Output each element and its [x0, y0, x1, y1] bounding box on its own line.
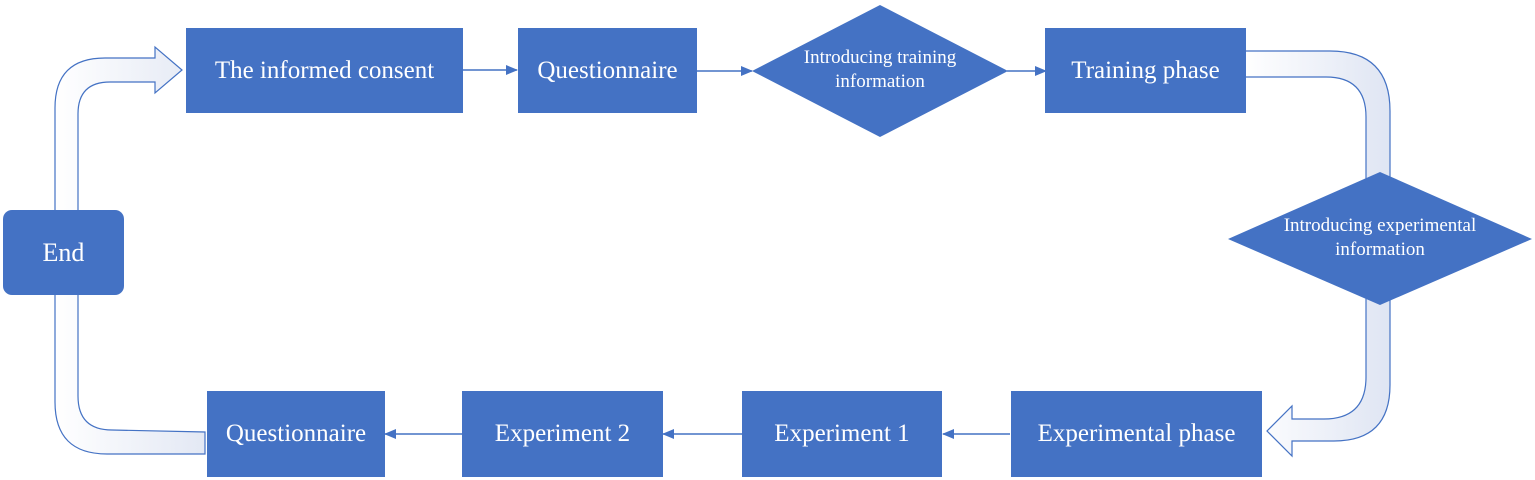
training-phase-box: Training phase — [1045, 28, 1246, 113]
intro-training-diamond — [752, 5, 1008, 137]
training-phase-label: Training phase — [1071, 56, 1220, 84]
intro-experimental-label-wrap: Introducing experimental information — [1258, 208, 1502, 268]
experimental-phase-box: Experimental phase — [1011, 391, 1262, 477]
questionnaire-bottom-label: Questionnaire — [225, 420, 367, 447]
experiment-2-label: Experiment 2 — [494, 420, 631, 447]
intro-experimental-diamond — [1228, 172, 1532, 305]
end-label: End — [42, 237, 85, 267]
experiment-1-label: Experiment 1 — [774, 420, 910, 447]
right-loop-arrow — [1243, 50, 1391, 458]
intro-training-label-wrap: Introducing training information — [782, 40, 978, 100]
questionnaire-top-label: Questionnaire — [537, 56, 678, 84]
questionnaire-top-box: Questionnaire — [518, 28, 697, 113]
questionnaire-bottom-box: Questionnaire — [207, 391, 385, 477]
intro-training-label: Introducing training information — [803, 47, 957, 92]
experimental-phase-label: Experimental phase — [1037, 420, 1236, 447]
informed-consent-label: The informed consent — [214, 56, 435, 84]
experiment-2-box: Experiment 2 — [462, 391, 663, 477]
end-box: End — [3, 210, 124, 295]
left-loop-arrow — [54, 45, 206, 455]
experiment-1-box: Experiment 1 — [742, 391, 942, 477]
informed-consent-box: The informed consent — [186, 28, 463, 113]
intro-experimental-label: Introducing experimental information — [1283, 215, 1477, 260]
